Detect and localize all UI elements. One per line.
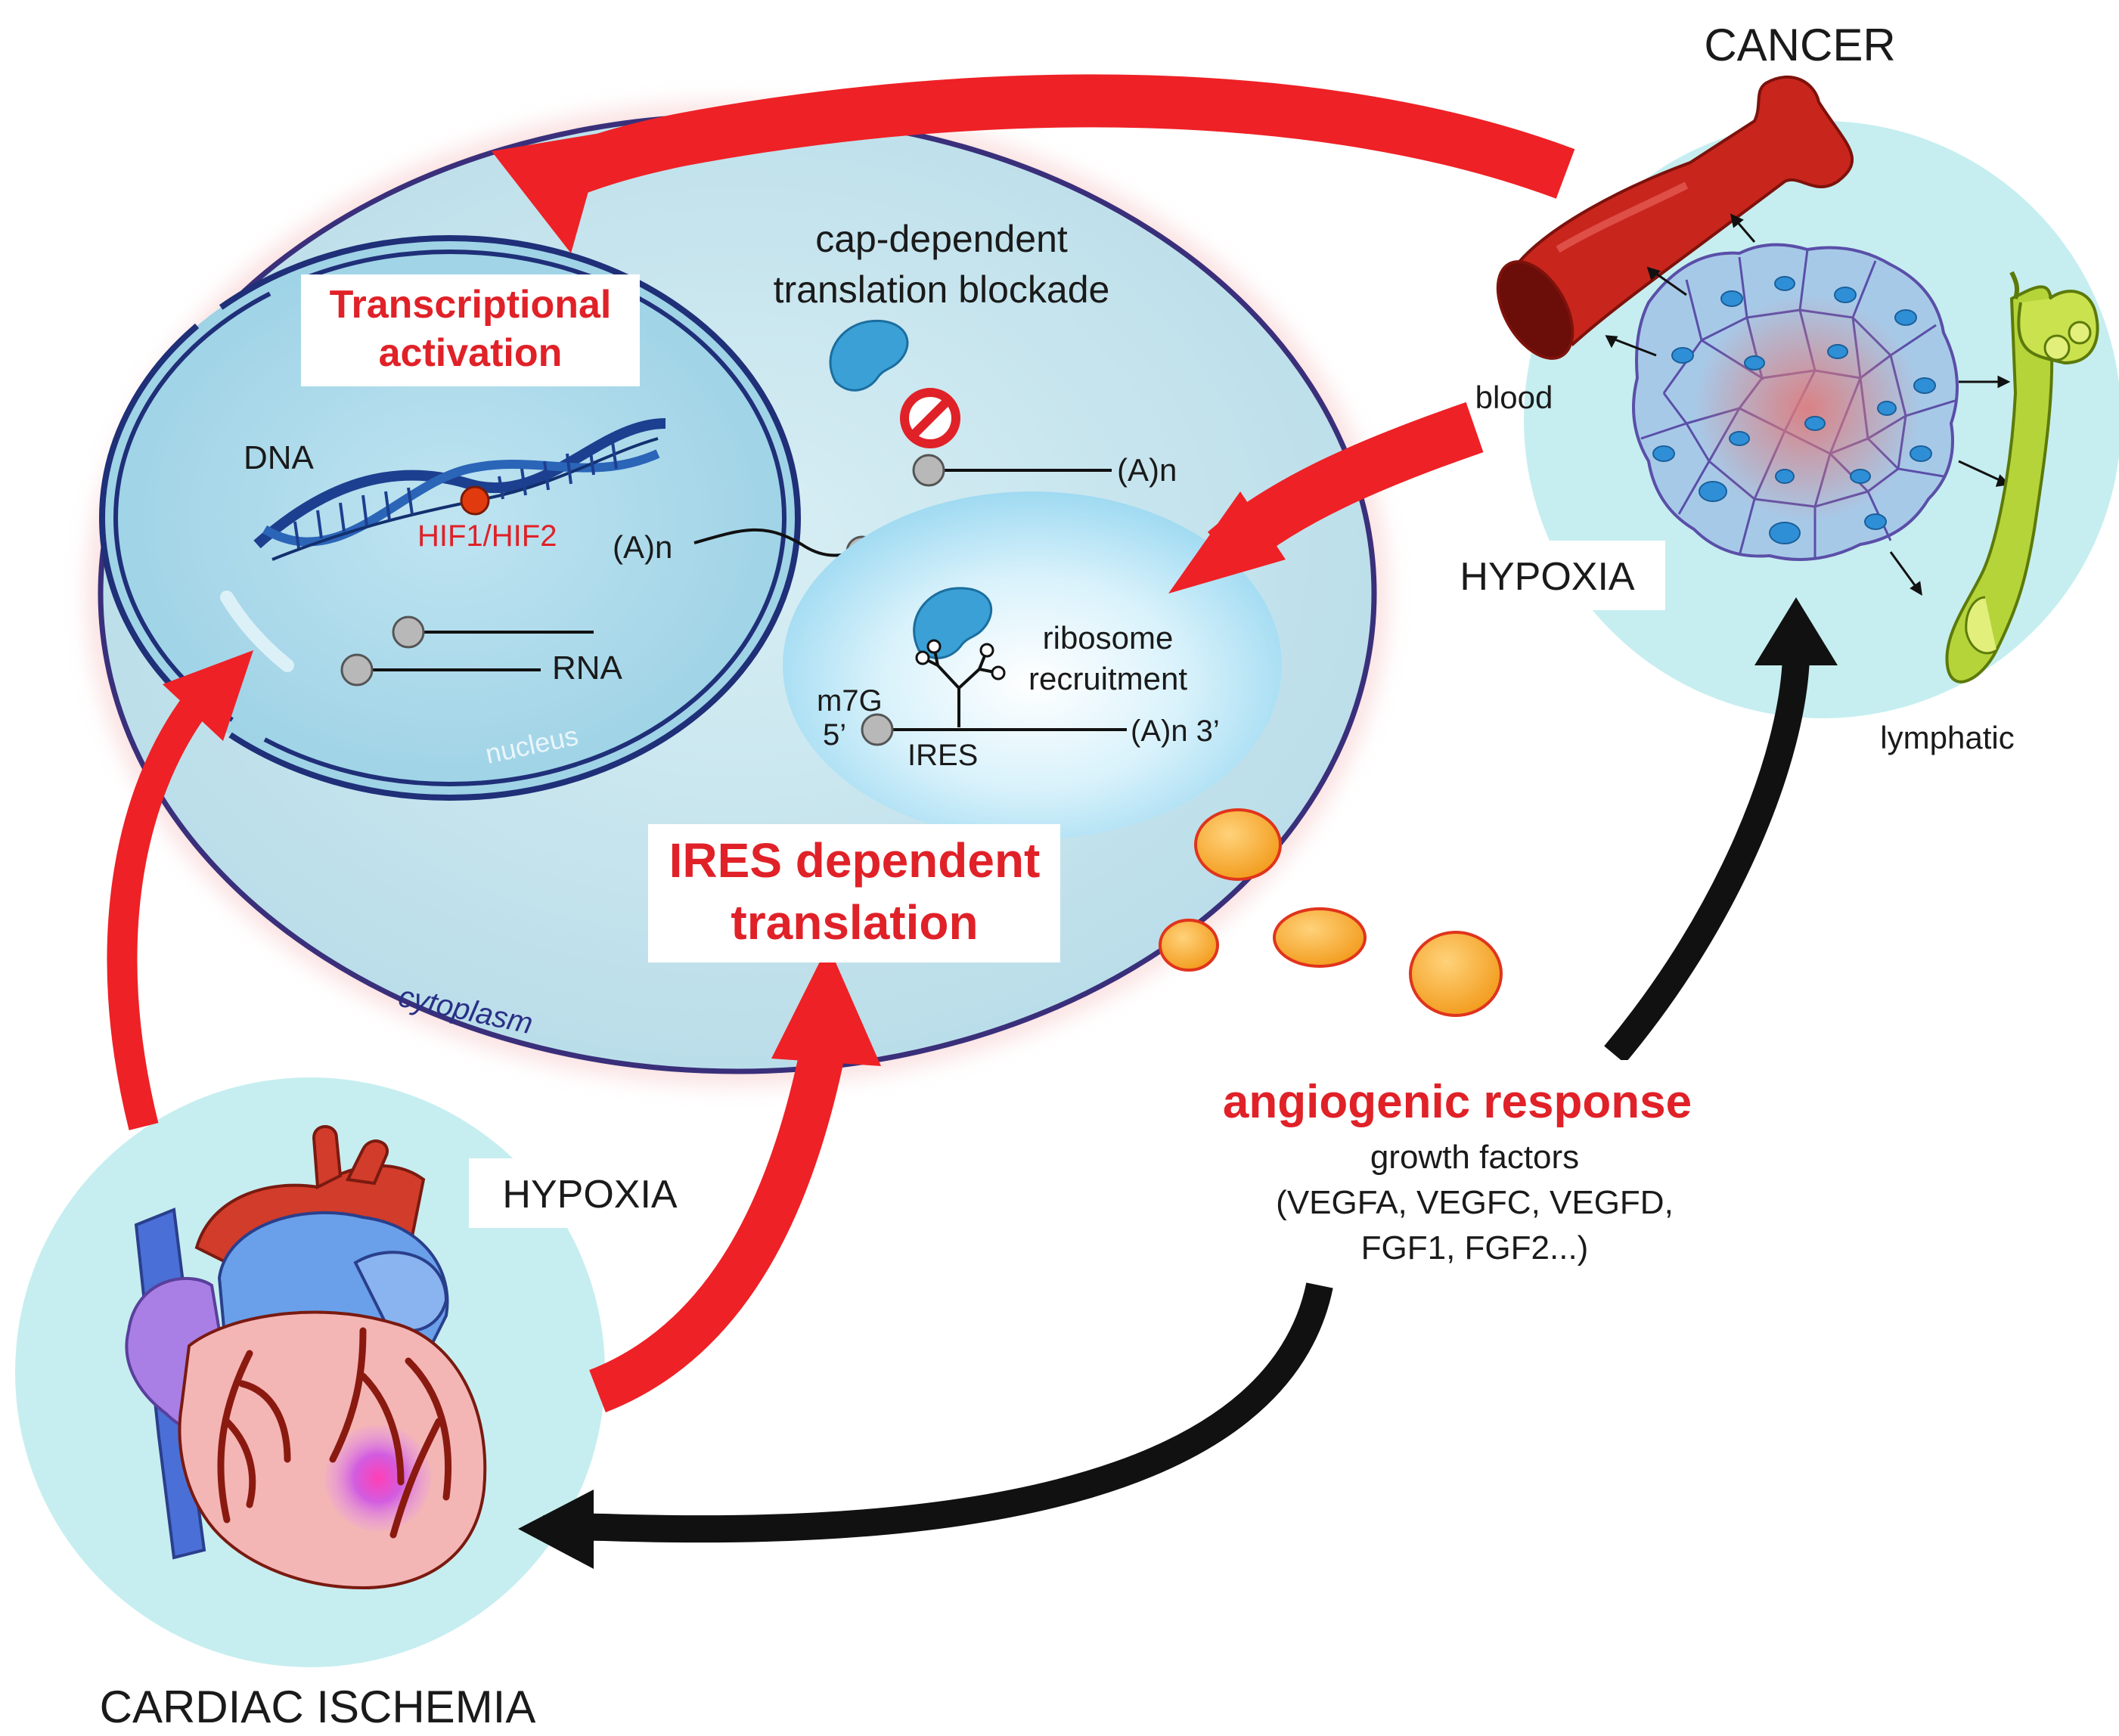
arrow-cardiac-to-ires xyxy=(588,945,881,1412)
prohibited-icon xyxy=(900,388,960,448)
m7g-label: m7G xyxy=(817,684,883,718)
svg-text:IRES dependent: IRES dependent xyxy=(669,833,1041,888)
arrow-cardiac-to-transcription xyxy=(107,650,253,1130)
lymphatic-vessel-icon xyxy=(1945,271,2099,684)
cap-blockade-title-2: translation blockade xyxy=(774,268,1110,311)
rna-label: RNA xyxy=(552,649,623,687)
growth-factor-particles xyxy=(1159,808,1503,1017)
svg-text:translation: translation xyxy=(731,895,978,950)
heart-icon xyxy=(125,1125,487,1590)
ires-small-label: IRES xyxy=(907,739,978,772)
svg-text:Transcriptional: Transcriptional xyxy=(330,283,612,327)
lymphatic-label: lymphatic xyxy=(1880,720,2014,755)
cardiac-ischemia-label: CARDIAC ISCHEMIA xyxy=(100,1682,536,1732)
dna-label: DNA xyxy=(244,439,315,476)
poly-a-nuclear-label: (A)n xyxy=(613,529,672,565)
dna-helix-icon xyxy=(253,418,666,561)
blood-label: blood xyxy=(1475,380,1553,415)
svg-text:growth factors: growth factors xyxy=(1370,1139,1579,1176)
arrow-angiogenesis-to-cancer xyxy=(1604,597,1838,1064)
tumor-icon xyxy=(1605,213,2011,596)
poly-a-ires-label: (A)n 3’ xyxy=(1131,715,1220,748)
five-prime-label: 5’ xyxy=(823,718,846,752)
rna-strands xyxy=(340,615,594,687)
transcriptional-activation-box: Transcriptional activation xyxy=(301,274,640,386)
ires-translation-zone xyxy=(783,491,1282,839)
arrow-angiogenesis-to-cardiac xyxy=(518,1282,1333,1569)
svg-text:activation: activation xyxy=(379,331,563,375)
arrow-cancer-to-transcription xyxy=(492,74,1575,253)
svg-text:(VEGFA, VEGFC, VEGFD,: (VEGFA, VEGFC, VEGFD, xyxy=(1276,1184,1674,1221)
svg-text:HYPOXIA: HYPOXIA xyxy=(502,1173,677,1217)
hif-label: HIF1/HIF2 xyxy=(417,519,557,553)
hypoxia-label-cancer: HYPOXIA xyxy=(1429,541,1665,610)
svg-text:HYPOXIA: HYPOXIA xyxy=(1460,555,1634,599)
ires-translation-box: IRES dependent translation xyxy=(648,824,1060,963)
ribosome-recruitment-1: ribosome xyxy=(1043,620,1174,656)
svg-text:angiogenic response: angiogenic response xyxy=(1223,1076,1692,1128)
ribosome-recruitment-2: recruitment xyxy=(1028,661,1187,696)
hif-factor-marker xyxy=(460,485,490,516)
svg-text:FGF1, FGF2...): FGF1, FGF2...) xyxy=(1361,1229,1589,1266)
cancer-label: CANCER xyxy=(1704,20,1895,70)
angiogenic-response-box: angiogenic response growth factors (VEGF… xyxy=(1162,1060,1752,1282)
hypoxia-label-cardiac: HYPOXIA xyxy=(469,1158,711,1228)
blood-vessel-icon xyxy=(1496,75,1854,360)
poly-a-cap-label: (A)n xyxy=(1117,452,1177,488)
ribosome-icon xyxy=(829,319,909,392)
cap-blockade-title-1: cap-dependent xyxy=(815,218,1068,260)
arrow-cancer-to-ires xyxy=(1168,401,1484,594)
